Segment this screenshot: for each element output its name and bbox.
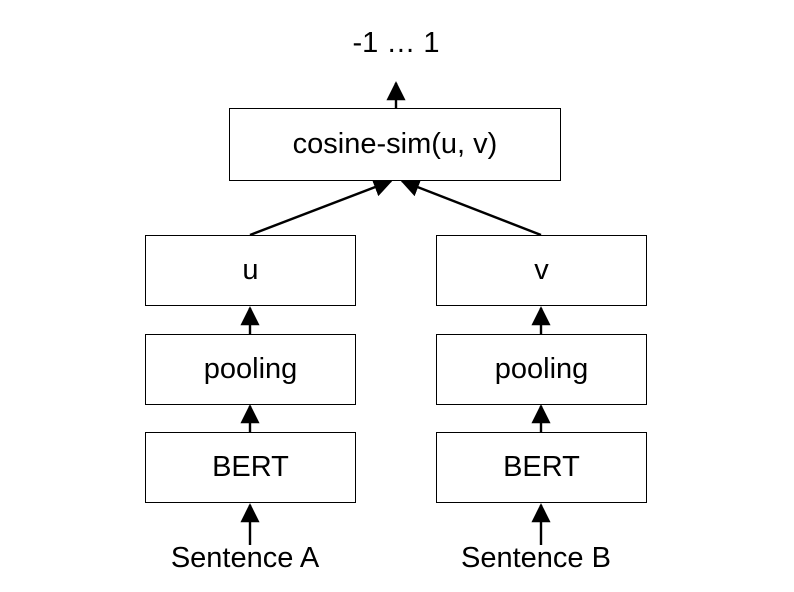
u-embedding-box: u: [145, 235, 356, 306]
output-range-label: -1 … 1: [352, 27, 440, 59]
pooling-box-left: pooling: [145, 334, 356, 405]
pooling-label-left: pooling: [203, 353, 298, 385]
arrow-v-to-cosine: [400, 178, 542, 237]
pooling-box-right: pooling: [436, 334, 647, 405]
bert-label-left: BERT: [212, 451, 289, 483]
cosine-sim-label: cosine-sim(u, v): [292, 128, 498, 160]
pooling-label-right: pooling: [494, 353, 589, 385]
v-embedding-label: v: [534, 254, 549, 286]
bert-label-right: BERT: [503, 451, 580, 483]
sentence-a-label: Sentence A: [170, 542, 320, 574]
cosine-sim-box: cosine-sim(u, v): [229, 108, 561, 181]
sentence-b-label: Sentence B: [461, 542, 611, 574]
v-embedding-box: v: [436, 235, 647, 306]
arrow-u-to-cosine: [249, 178, 393, 237]
u-embedding-label: u: [242, 254, 259, 286]
bert-box-right: BERT: [436, 432, 647, 503]
bert-box-left: BERT: [145, 432, 356, 503]
